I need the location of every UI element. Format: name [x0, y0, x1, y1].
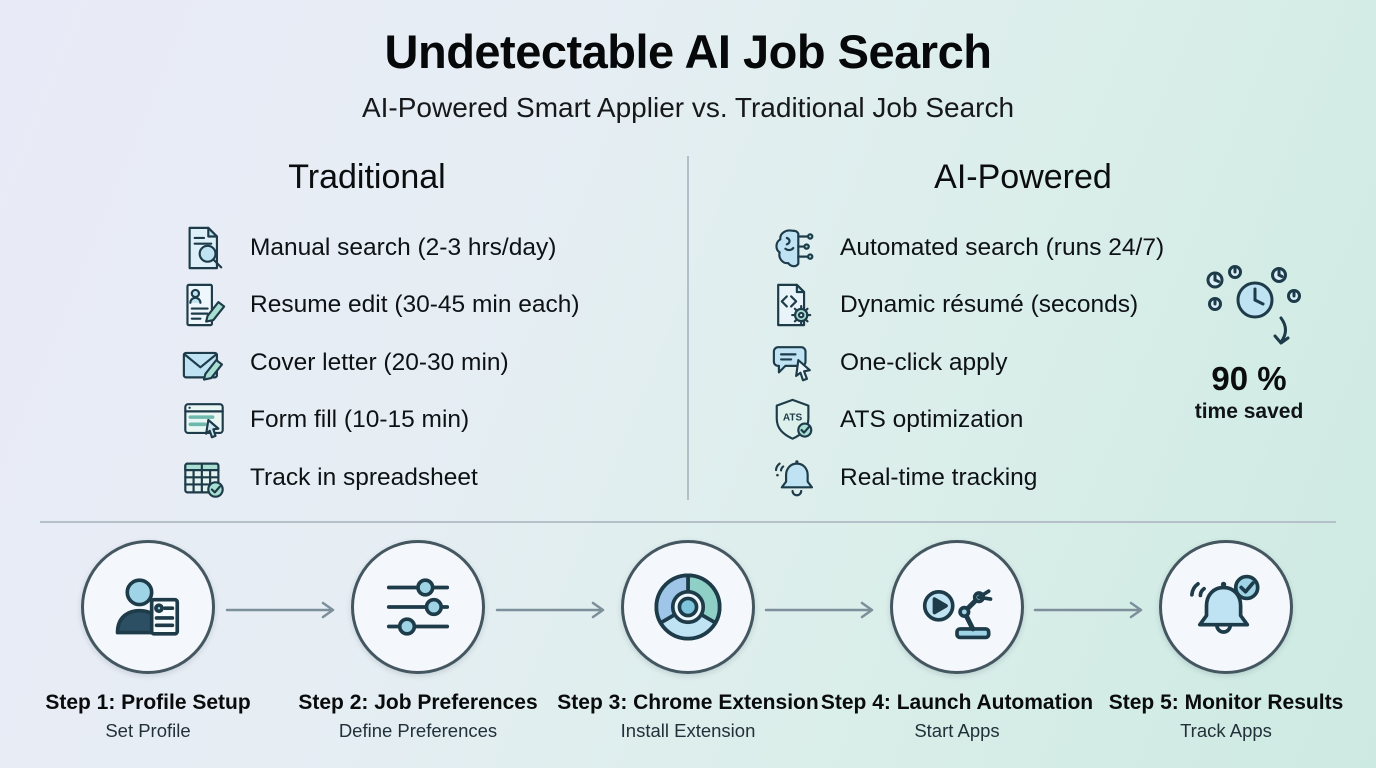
step-1: Step 1: Profile Setup Set Profile	[8, 540, 288, 742]
feature-label: Resume edit (30-45 min each)	[250, 291, 580, 319]
ai-powered-heading: AI-Powered	[934, 158, 1112, 196]
step-1-subtitle: Set Profile	[105, 720, 191, 741]
step-arrow	[495, 601, 605, 619]
traditional-heading: Traditional	[288, 158, 446, 196]
time-saved-stat: 90 % time saved	[1164, 264, 1334, 424]
monitor-results-icon	[1190, 574, 1260, 634]
step-3: Step 3: Chrome Extension Install Extensi…	[548, 540, 828, 742]
list-item: One-click apply	[770, 334, 1164, 392]
step-arrow	[225, 601, 335, 619]
list-item: Automated search (runs 24/7)	[770, 219, 1164, 277]
step-4: Step 4: Launch Automation Start Apps	[817, 540, 1097, 742]
document-search-icon	[180, 224, 228, 272]
job-preferences-icon	[386, 578, 450, 636]
feature-label: ATS optimization	[840, 406, 1024, 434]
svg-text:ATS: ATS	[783, 413, 803, 424]
list-item: Manual search (2-3 hrs/day)	[180, 219, 580, 277]
step-5-circle	[1159, 540, 1293, 674]
traditional-feature-list: Manual search (2-3 hrs/day) Resume edit …	[180, 219, 580, 507]
feature-label: Automated search (runs 24/7)	[840, 233, 1165, 261]
feature-label: Form fill (10-15 min)	[250, 406, 470, 434]
step-3-subtitle: Install Extension	[620, 720, 756, 741]
profile-setup-icon	[115, 578, 180, 636]
list-item: Resume edit (30-45 min each)	[180, 277, 580, 335]
page-subtitle: AI-Powered Smart Applier vs. Traditional…	[361, 92, 1015, 123]
list-item: Cover letter (20-30 min)	[180, 334, 580, 392]
step-2-subtitle: Define Preferences	[338, 720, 498, 741]
launch-automation-icon	[922, 589, 993, 640]
step-2-circle	[351, 540, 485, 674]
feature-label: Cover letter (20-30 min)	[250, 348, 509, 376]
step-5: Step 5: Monitor Results Track Apps	[1086, 540, 1366, 742]
chrome-icon	[654, 573, 722, 641]
ats-shield-icon: ATS	[770, 396, 818, 444]
stat-label: time saved	[1194, 400, 1304, 423]
step-1-circle	[81, 540, 215, 674]
ai-brain-icon	[770, 224, 818, 272]
step-5-subtitle: Track Apps	[1180, 720, 1272, 741]
list-item: Real-time tracking	[770, 449, 1164, 507]
one-click-apply-icon	[770, 339, 818, 387]
page-title: Undetectable AI Job Search	[384, 25, 992, 78]
column-divider	[687, 156, 689, 500]
feature-label: Track in spreadsheet	[250, 463, 478, 491]
section-divider	[40, 521, 1336, 523]
step-4-circle	[890, 540, 1024, 674]
feature-label: Manual search (2-3 hrs/day)	[250, 233, 557, 261]
ai-feature-list: Automated search (runs 24/7) Dynamic rés…	[770, 219, 1164, 507]
list-item: Dynamic résumé (seconds)	[770, 277, 1164, 335]
list-item: ATS ATS optimization	[770, 392, 1164, 450]
resume-edit-icon	[180, 281, 228, 329]
step-2-title: Step 2: Job Preferences	[298, 691, 538, 714]
stat-value: 90 %	[1211, 360, 1287, 397]
cover-letter-icon	[180, 339, 228, 387]
list-item: Form fill (10-15 min)	[180, 392, 580, 450]
step-4-subtitle: Start Apps	[914, 720, 1000, 741]
step-3-title: Step 3: Chrome Extension	[557, 691, 819, 714]
step-1-title: Step 1: Profile Setup	[45, 691, 251, 714]
feature-label: Real-time tracking	[840, 463, 1038, 491]
step-3-circle	[621, 540, 755, 674]
time-saved-clocks-icon	[1206, 265, 1301, 345]
step-arrow	[1033, 601, 1143, 619]
feature-label: One-click apply	[840, 348, 1008, 376]
realtime-bell-icon	[770, 454, 818, 502]
step-4-title: Step 4: Launch Automation	[820, 691, 1094, 714]
spreadsheet-icon	[180, 454, 228, 502]
form-fill-icon	[180, 396, 228, 444]
step-arrow	[764, 601, 874, 619]
step-5-title: Step 5: Monitor Results	[1108, 691, 1344, 714]
dynamic-resume-icon	[770, 281, 818, 329]
list-item: Track in spreadsheet	[180, 449, 580, 507]
step-2: Step 2: Job Preferences Define Preferenc…	[278, 540, 558, 742]
feature-label: Dynamic résumé (seconds)	[840, 291, 1139, 319]
